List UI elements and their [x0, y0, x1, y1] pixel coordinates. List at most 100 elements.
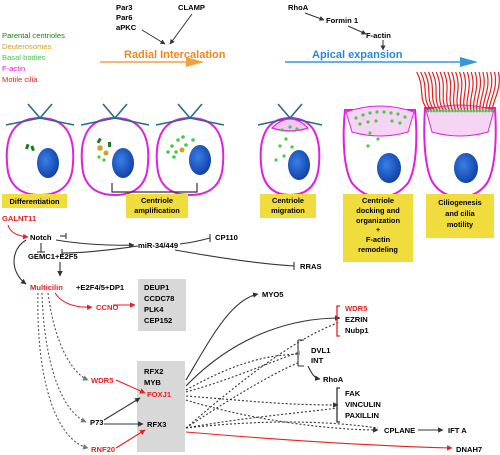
int-label: INT [311, 356, 324, 365]
clamp-to-radial-arrow [169, 13, 193, 45]
ezrin-label: EZRIN [345, 315, 368, 324]
apical-expansion-pathway: RhoA Formin 1 F-actin Apical expansion [285, 3, 478, 67]
cilium [458, 71, 463, 111]
legend-item: Parental centrioles [2, 31, 65, 40]
paxillin-label: PAXILLIN [345, 411, 379, 420]
cell-ciliated [416, 71, 500, 199]
nucleus-icon [112, 148, 134, 178]
deup1-box [138, 279, 186, 331]
rras-label: RRAS [300, 262, 322, 271]
radial-arrow-head [186, 57, 204, 67]
nubp1-label: Nubp1 [345, 326, 369, 335]
basal-body [481, 109, 485, 113]
fak-label: FAK [345, 389, 361, 398]
formin-label: Formin 1 [326, 16, 359, 25]
basal-body [435, 109, 439, 113]
basal-body [478, 109, 482, 113]
galnt11-label: GALNT11 [2, 214, 37, 223]
cplane-label: CPLANE [384, 426, 415, 435]
stage-docking: Centriole docking and organization + F-a… [343, 194, 413, 262]
rfx-box [137, 361, 185, 452]
rfx2-label: RFX2 [144, 367, 163, 376]
stage-ciliogenesis: Ciliogenesis and cilia motility [426, 194, 494, 238]
nucleus-icon [189, 145, 211, 175]
nucleus-icon [454, 153, 478, 183]
cell-docking [342, 105, 418, 199]
rfx3-label: RFX3 [147, 420, 166, 429]
nucleus-icon [377, 153, 401, 183]
stage-migration: Centriole migration [260, 194, 316, 218]
stage-label: Differentiation [9, 197, 60, 206]
legend-item: Deuterosomes [2, 42, 52, 51]
cell-differentiation [5, 103, 75, 197]
stage-label: Ciliogenesis [438, 198, 482, 207]
wdr5-left-label: WDR5 [91, 376, 114, 385]
cell-amplification-b [155, 103, 225, 197]
basal-body [454, 109, 457, 113]
radial-intercalation-pathway: Par3 Par6 aPKC CLAMP Radial Intercalatio… [100, 3, 226, 67]
stage-label: + [376, 225, 381, 234]
basal-body [460, 109, 463, 113]
apical-expansion-title: Apical expansion [312, 49, 403, 61]
deup1-label: DEUP1 [144, 283, 170, 292]
par3-label: Par3 [116, 3, 132, 12]
stage-label: migration [271, 206, 305, 215]
cilium [420, 71, 432, 111]
cell-amplification-a [80, 103, 150, 197]
foxj1-label: FOXJ1 [147, 390, 172, 399]
cilium [485, 71, 493, 111]
cilium [424, 71, 435, 111]
basal-body [487, 109, 491, 113]
cilium [466, 71, 470, 111]
basal-body [441, 109, 445, 113]
apkc-label: aPKC [116, 23, 137, 32]
basal-body [450, 109, 454, 113]
dnah7-label: DNAH7 [456, 445, 482, 454]
multicilin-suffix-label: +E2F4/5+DP1 [76, 283, 125, 292]
basal-body [457, 109, 460, 113]
par6-label: Par6 [116, 13, 132, 22]
cilium [447, 71, 453, 111]
cilium [451, 71, 456, 111]
basal-body [475, 109, 479, 113]
cep152-label: CEP152 [144, 316, 172, 325]
wdr5-right-label: WDR5 [345, 304, 368, 313]
stage-label: Centriole [362, 196, 394, 205]
cilium [488, 71, 497, 111]
cp110-label: CP110 [215, 233, 238, 242]
basal-body [472, 109, 476, 113]
basal-body [429, 109, 433, 113]
dvl1-label: DVL1 [311, 346, 331, 355]
cilium [435, 71, 444, 111]
factin-label: F-actin [366, 31, 391, 40]
stage-label: and cilia [445, 209, 475, 218]
mir-label: miR-34/449 [138, 241, 178, 250]
stage-label: docking and [356, 206, 400, 215]
rhoa-low-label: RhoA [323, 375, 344, 384]
basal-body [466, 109, 470, 113]
rhoa-top-label: RhoA [288, 3, 309, 12]
ifta-label: IFT A [448, 426, 467, 435]
nucleus-icon [37, 148, 59, 178]
nucleus-icon [288, 150, 310, 180]
notch-label: Notch [30, 233, 52, 242]
stage-label: remodeling [358, 245, 398, 254]
stage-amplification: Centriole amplification [111, 183, 198, 218]
basal-body [438, 109, 442, 113]
cilium [469, 71, 474, 111]
stage-label: Centriole [141, 196, 173, 205]
cilium [462, 71, 467, 111]
formin-to-factin-arrow [347, 25, 367, 35]
cilium [431, 71, 441, 111]
stage-label: F-actin [366, 235, 391, 244]
stage-label: Centriole [272, 196, 304, 205]
basal-body [463, 109, 466, 113]
radial-intercalation-title: Radial Intercalation [124, 49, 226, 61]
ccno-label: CCNO [96, 303, 118, 312]
motile-cilia [416, 71, 500, 113]
cilium [427, 71, 438, 111]
basal-body [484, 109, 488, 113]
stage-label: motility [447, 220, 474, 229]
